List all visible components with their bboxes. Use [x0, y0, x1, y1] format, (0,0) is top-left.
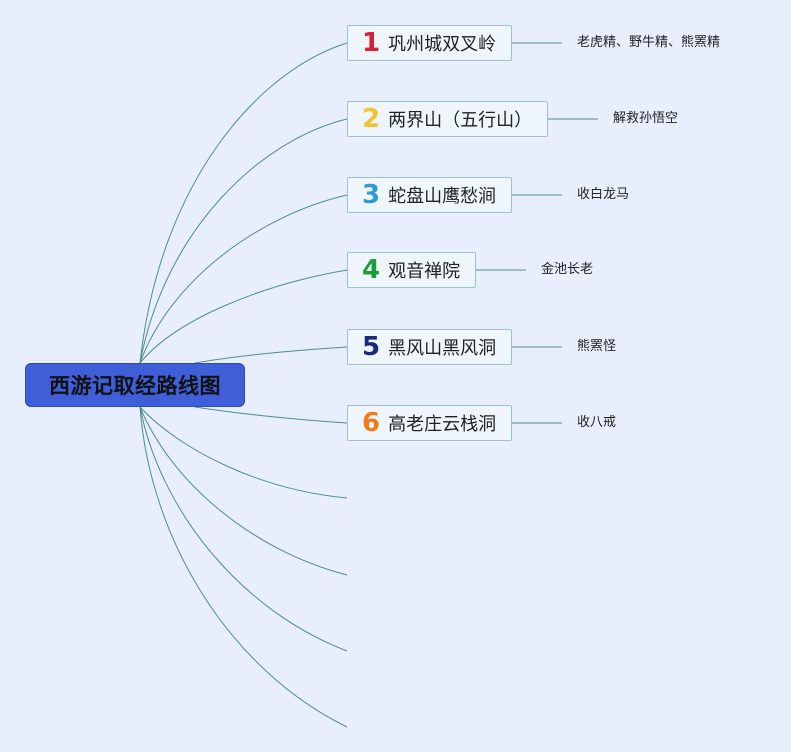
stop-number-3: 3 [362, 180, 381, 210]
stop-node-5[interactable]: 5 黑风山黑风洞 [347, 329, 512, 365]
stop-label-3: 蛇盘山鹰愁涧 [388, 186, 497, 207]
stop-number-5: 5 [362, 332, 381, 362]
stop-node-6[interactable]: 6 高老庄云栈洞 [347, 405, 512, 441]
stop-detail-6[interactable]: 收八戒 [577, 415, 617, 430]
branch-7 [139, 406, 348, 499]
branch-3 [139, 194, 348, 364]
branch-8 [139, 406, 348, 576]
root-label: 西游记取经路线图 [49, 374, 221, 398]
stop-number-2: 2 [362, 104, 381, 134]
stop-detail-4[interactable]: 金池长老 [541, 262, 594, 277]
stop-detail-5[interactable]: 熊罴怪 [577, 339, 617, 354]
stop-node-3[interactable]: 3 蛇盘山鹰愁涧 [347, 177, 512, 213]
stop-label-2: 两界山（五行山） [388, 110, 533, 131]
stop-number-4: 4 [362, 255, 381, 285]
stop-number-6: 6 [362, 408, 381, 438]
stop-detail-3[interactable]: 收白龙马 [577, 187, 630, 202]
stop-detail-2[interactable]: 解救孙悟空 [613, 111, 679, 126]
branch-6 [194, 406, 348, 424]
branch-4 [139, 269, 348, 364]
stop-node-2[interactable]: 2 两界山（五行山） [347, 101, 548, 137]
stop-label-6: 高老庄云栈洞 [388, 414, 497, 435]
branch-1 [139, 42, 348, 364]
stop-label-4: 观音禅院 [388, 261, 461, 282]
stop-label-5: 黑风山黑风洞 [388, 338, 497, 359]
root-topic[interactable]: 西游记取经路线图 [25, 363, 245, 407]
stop-node-1[interactable]: 1 巩州城双叉岭 [347, 25, 512, 61]
stop-detail-1[interactable]: 老虎精、野牛精、熊罴精 [577, 35, 721, 50]
stop-node-4[interactable]: 4 观音禅院 [347, 252, 476, 288]
branch-10 [139, 406, 348, 728]
stop-number-1: 1 [362, 28, 381, 58]
branch-2 [139, 118, 348, 364]
branch-5 [194, 346, 348, 364]
stop-label-1: 巩州城双叉岭 [388, 34, 497, 55]
branch-9 [139, 406, 348, 652]
